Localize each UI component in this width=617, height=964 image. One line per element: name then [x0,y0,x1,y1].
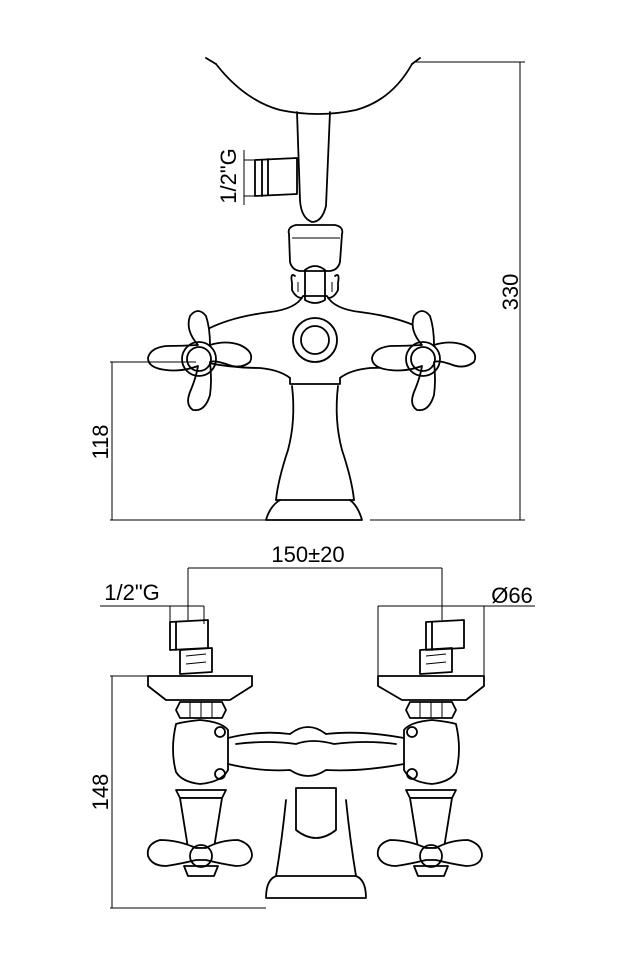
dimension-118: 118 [88,361,266,521]
inlet-connection-label: 1/2"G [104,580,160,605]
dimension-330-label: 330 [498,274,523,311]
right-cross-handle[interactable] [371,310,477,412]
flange-diameter-dimension: Ø66 [377,583,535,676]
front-view: 330 118 1/2"G [88,57,525,521]
right-flange [377,675,485,701]
dimension-148: 148 [88,675,266,909]
left-inlet-fitting [169,619,213,675]
shower-outlet [243,150,298,205]
dimension-150-label: 150±20 [271,542,344,567]
shower-cradle [205,57,421,223]
dimension-150: 150±20 [187,542,443,620]
top-mixer-body [172,719,460,799]
dimension-330: 330 [370,61,525,521]
flange-diameter-label: Ø66 [491,583,533,608]
dimension-118-label: 118 [88,424,113,459]
pedestal [265,385,363,521]
shower-connection-label: 1/2"G [216,148,241,204]
diverter-column [287,224,344,304]
left-flange [147,675,253,701]
top-pedestal [265,787,367,899]
left-hex-nut [175,701,227,719]
inlet-dimension: 1/2"G [100,580,205,624]
top-view: 150±20 1/2"G Ø66 148 [88,542,535,909]
left-cross-handle[interactable] [147,310,253,412]
right-inlet-fitting [419,619,465,675]
top-right-cross-handle[interactable] [376,797,483,877]
right-hex-nut [405,701,457,719]
top-left-cross-handle[interactable] [146,797,253,877]
dimension-148-label: 148 [88,774,113,811]
